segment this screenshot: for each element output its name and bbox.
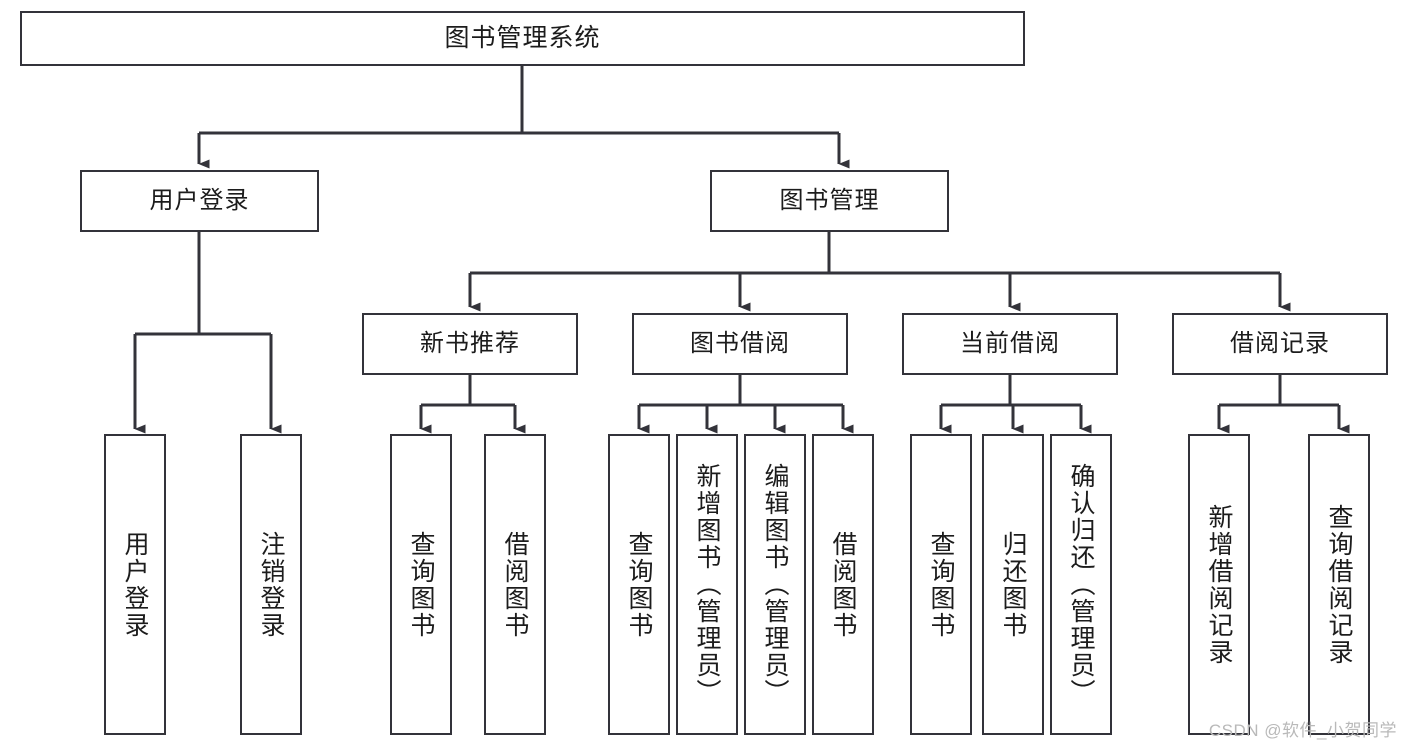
node-label: 用户登录	[121, 530, 149, 639]
node-user-login[interactable]: 用户登录	[80, 170, 319, 232]
leaf-borrow-record-query-record[interactable]: 查询借阅记录	[1308, 434, 1370, 735]
node-label: 借阅图书	[501, 530, 529, 639]
node-label: 图书借阅	[690, 329, 790, 357]
node-new-book-recommendation[interactable]: 新书推荐	[362, 313, 578, 375]
node-label: 新书推荐	[420, 329, 520, 357]
leaf-book-borrow-add-book-admin[interactable]: 新增图书（管理员）	[676, 434, 738, 735]
node-label: 确认归还（管理员）	[1067, 463, 1095, 706]
leaf-current-borrow-query-books[interactable]: 查询图书	[910, 434, 972, 735]
leaf-current-borrow-return-books[interactable]: 归还图书	[982, 434, 1044, 735]
leaf-book-borrow-edit-book-admin[interactable]: 编辑图书（管理员）	[744, 434, 806, 735]
leaf-new-book-query-books[interactable]: 查询图书	[390, 434, 452, 735]
leaf-current-borrow-confirm-return-admin[interactable]: 确认归还（管理员）	[1050, 434, 1112, 735]
node-borrowing-records[interactable]: 借阅记录	[1172, 313, 1388, 375]
node-label: 注销登录	[257, 530, 285, 639]
node-label: 查询借阅记录	[1325, 503, 1353, 666]
node-label: 用户登录	[149, 186, 250, 214]
leaf-user-login-do-login[interactable]: 用户登录	[104, 434, 166, 735]
node-label: 借阅记录	[1230, 329, 1330, 357]
node-label: 查询图书	[625, 530, 653, 639]
node-root-library-management-system[interactable]: 图书管理系统	[20, 11, 1025, 66]
node-label: 借阅图书	[829, 530, 857, 639]
leaf-book-borrow-query-books[interactable]: 查询图书	[608, 434, 670, 735]
leaf-book-borrow-borrow-books[interactable]: 借阅图书	[812, 434, 874, 735]
node-label: 查询图书	[407, 530, 435, 639]
node-label: 查询图书	[927, 530, 955, 639]
csdn-watermark: CSDN @软件_小贺同学	[1208, 721, 1397, 740]
leaf-borrow-record-add-record[interactable]: 新增借阅记录	[1188, 434, 1250, 735]
node-label: 归还图书	[999, 530, 1027, 639]
node-label: 新增借阅记录	[1205, 503, 1233, 666]
node-book-management[interactable]: 图书管理	[710, 170, 949, 232]
leaf-user-login-logout[interactable]: 注销登录	[240, 434, 302, 735]
node-label: 新增图书（管理员）	[693, 463, 721, 706]
leaf-new-book-borrow-books[interactable]: 借阅图书	[484, 434, 546, 735]
node-label: 当前借阅	[960, 329, 1060, 357]
node-label: 图书管理系统	[444, 23, 601, 52]
node-label: 图书管理	[779, 186, 880, 214]
node-book-borrowing[interactable]: 图书借阅	[632, 313, 848, 375]
node-current-borrowing[interactable]: 当前借阅	[902, 313, 1118, 375]
node-label: 编辑图书（管理员）	[761, 463, 789, 706]
